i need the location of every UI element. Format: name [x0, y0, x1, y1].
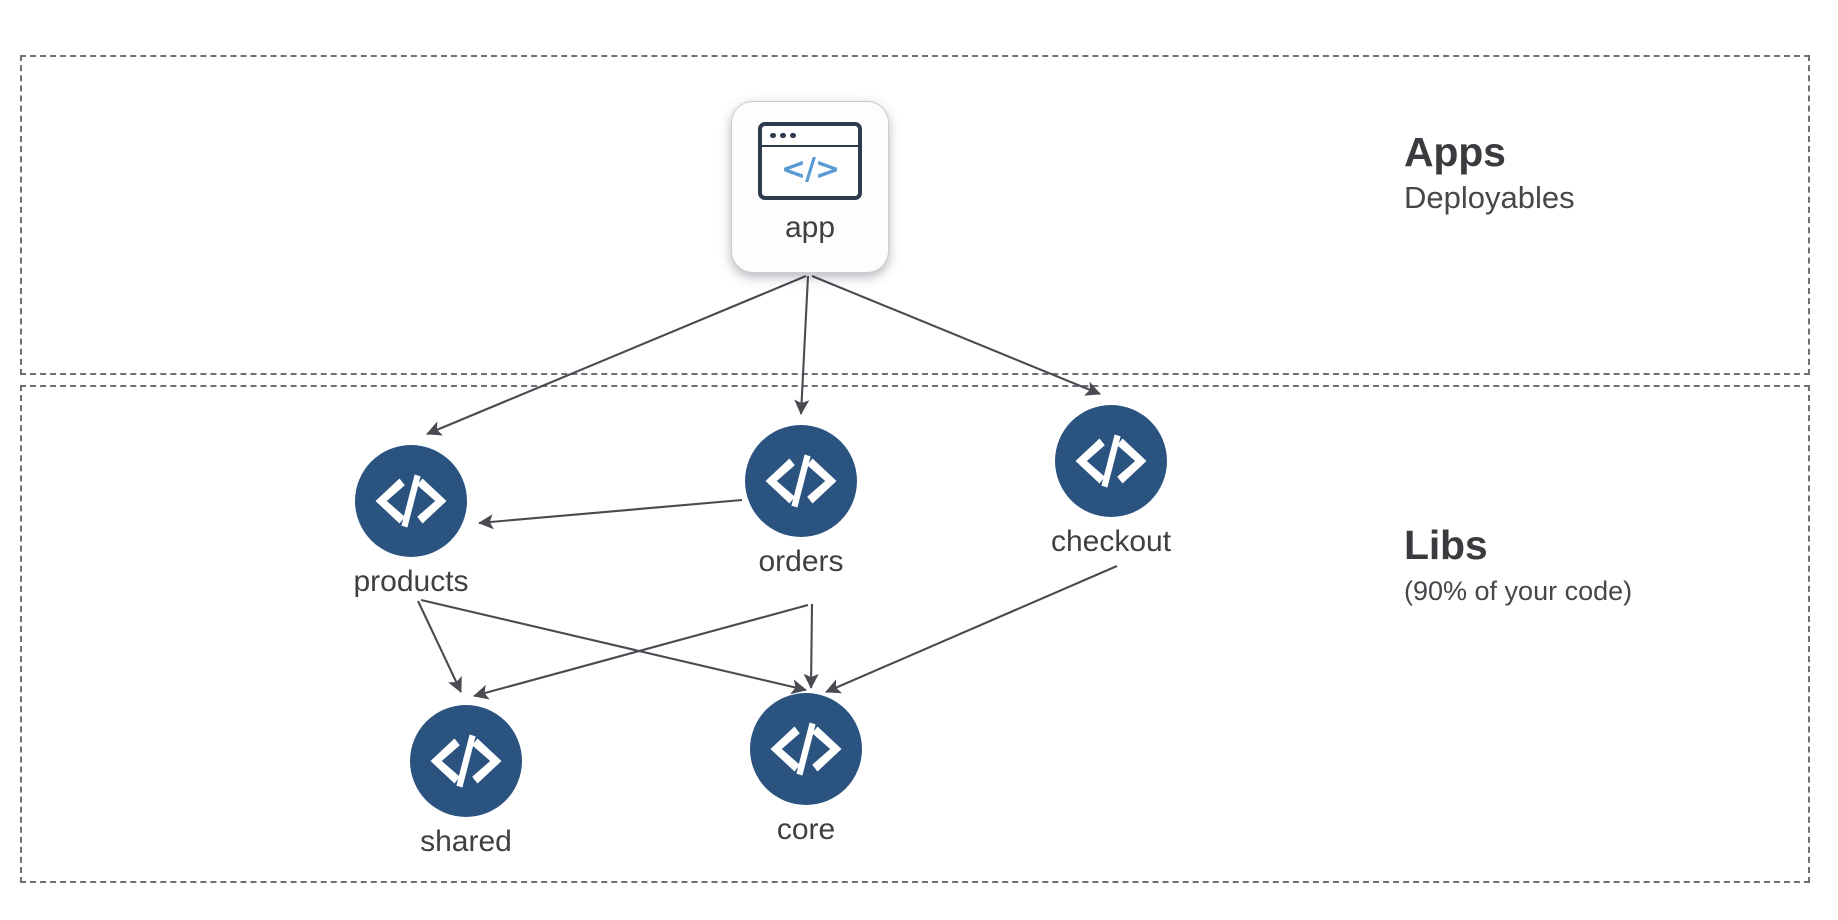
code-brackets-icon [410, 705, 522, 817]
node-core[interactable]: core [750, 693, 862, 847]
node-checkout-label: checkout [1050, 525, 1172, 558]
code-brackets-icon [355, 445, 467, 557]
node-app-label: app [784, 211, 836, 244]
zone-libs-caption: Libs (90% of your code) [1404, 521, 1632, 608]
code-brackets-icon [1055, 405, 1167, 517]
browser-dot-3 [790, 132, 796, 139]
code-brackets-icon [750, 693, 862, 805]
code-brackets-icon [745, 425, 857, 537]
browser-dot-1 [770, 132, 776, 139]
browser-dot-2 [780, 132, 786, 139]
browser-titlebar [762, 126, 858, 147]
zone-apps-caption: Apps Deployables [1404, 128, 1575, 217]
code-brackets-glyph: </> [780, 152, 840, 187]
node-checkout[interactable]: checkout [1051, 405, 1171, 559]
node-orders-label: orders [758, 545, 844, 578]
node-app[interactable]: </> app [731, 101, 889, 273]
node-orders[interactable]: orders [745, 425, 857, 579]
node-products[interactable]: products [353, 445, 469, 599]
zone-libs-subtitle: (90% of your code) [1404, 576, 1633, 607]
zone-libs-title: Libs [1404, 522, 1488, 568]
zone-apps-subtitle: Deployables [1404, 180, 1575, 216]
node-shared-label: shared [420, 825, 512, 858]
node-core-label: core [776, 813, 836, 846]
node-products-label: products [353, 565, 469, 598]
browser-code-icon: </> [758, 122, 862, 200]
zone-apps-title: Apps [1404, 129, 1506, 175]
zone-libs [20, 385, 1810, 883]
node-shared[interactable]: shared [410, 705, 522, 859]
